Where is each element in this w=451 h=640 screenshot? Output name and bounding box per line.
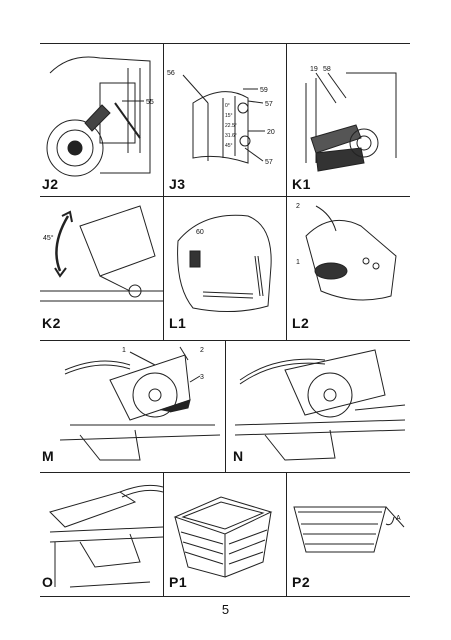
angle-mark-0: 0°: [225, 103, 230, 109]
crosscut-illustration: [225, 340, 410, 472]
callout-45-degree: 45°: [43, 234, 54, 242]
label-n: N: [233, 448, 244, 464]
callout-1: 1: [296, 259, 300, 266]
callout-58: 58: [323, 66, 331, 73]
label-k2: K2: [42, 315, 61, 331]
callout-2: 2: [296, 203, 300, 210]
label-m: M: [42, 448, 55, 464]
divider-r1-a: [163, 43, 164, 196]
label-l2: L2: [292, 315, 310, 331]
rule-bottom: [40, 596, 410, 597]
saw-on-bench-illustration: [40, 472, 163, 596]
angle-mark-22-5: 22.5°: [225, 123, 237, 129]
divider-r4-b: [286, 472, 287, 596]
figure-l2: 2 1 L2: [286, 196, 410, 340]
rule-row3: [40, 472, 410, 473]
motor-housing-illustration: 60: [163, 196, 286, 340]
callout-55: 55: [146, 99, 154, 106]
label-k1: K1: [292, 176, 311, 192]
figure-j2: 55 J2: [40, 43, 163, 196]
callout-1: 1: [122, 347, 126, 354]
label-o: O: [42, 574, 54, 590]
callout-60: 60: [196, 229, 204, 236]
callout-57-top: 57: [265, 101, 273, 108]
bevel-tilt-illustration: 45°: [40, 196, 163, 340]
callout-56: 56: [167, 70, 175, 77]
label-j2: J2: [42, 176, 59, 192]
figure-l1: 60 L1: [163, 196, 286, 340]
callout-59: 59: [260, 87, 268, 94]
brush-cap-illustration: 2 1: [296, 203, 410, 340]
callout-2: 2: [200, 347, 204, 354]
rule-top: [40, 43, 410, 44]
callout-3: 3: [200, 374, 204, 381]
divider-r2-a: [163, 196, 164, 340]
divider-r1-b: [286, 43, 287, 196]
label-p1: P1: [169, 574, 188, 590]
rule-row1: [40, 196, 410, 197]
figure-p1: P1: [163, 472, 286, 596]
callout-a: A: [396, 515, 401, 522]
label-j3: J3: [169, 176, 186, 192]
angle-mark-45: 45°: [225, 143, 233, 149]
angle-mark-31-6: 31.6°: [225, 133, 237, 139]
figure-k2: 45° K2: [40, 196, 163, 340]
bevel-scale-illustration: 56 59 57 20 57 0° 15° 22.5° 31.6° 45°: [167, 70, 275, 166]
figure-n: N: [225, 340, 410, 472]
mitred-box-illustration: A: [286, 472, 410, 596]
label-l1: L1: [169, 315, 187, 331]
figure-k1: 19 58 K1: [286, 43, 410, 196]
divider-r3: [225, 340, 226, 472]
figure-m: 1 2 3 M: [40, 340, 225, 472]
page-number: 5: [221, 602, 230, 617]
label-p2: P2: [292, 574, 311, 590]
dust-port-illustration: 19 58: [286, 66, 410, 196]
figure-j3: 56 59 57 20 57 0° 15° 22.5° 31.6° 45° J3: [163, 43, 286, 196]
divider-r4-a: [163, 472, 164, 596]
wooden-box-illustration: [163, 472, 286, 596]
saw-blade-guard-illustration: 55: [40, 43, 154, 196]
sliding-cut-illustration: 1 2 3: [40, 340, 225, 472]
callout-57-bottom: 57: [265, 159, 273, 166]
figure-p2: A P2: [286, 472, 410, 596]
divider-r2-b: [286, 196, 287, 340]
callout-19: 19: [310, 66, 318, 73]
angle-mark-15: 15°: [225, 113, 233, 119]
figure-o: O: [40, 472, 163, 596]
callout-20: 20: [267, 129, 275, 136]
